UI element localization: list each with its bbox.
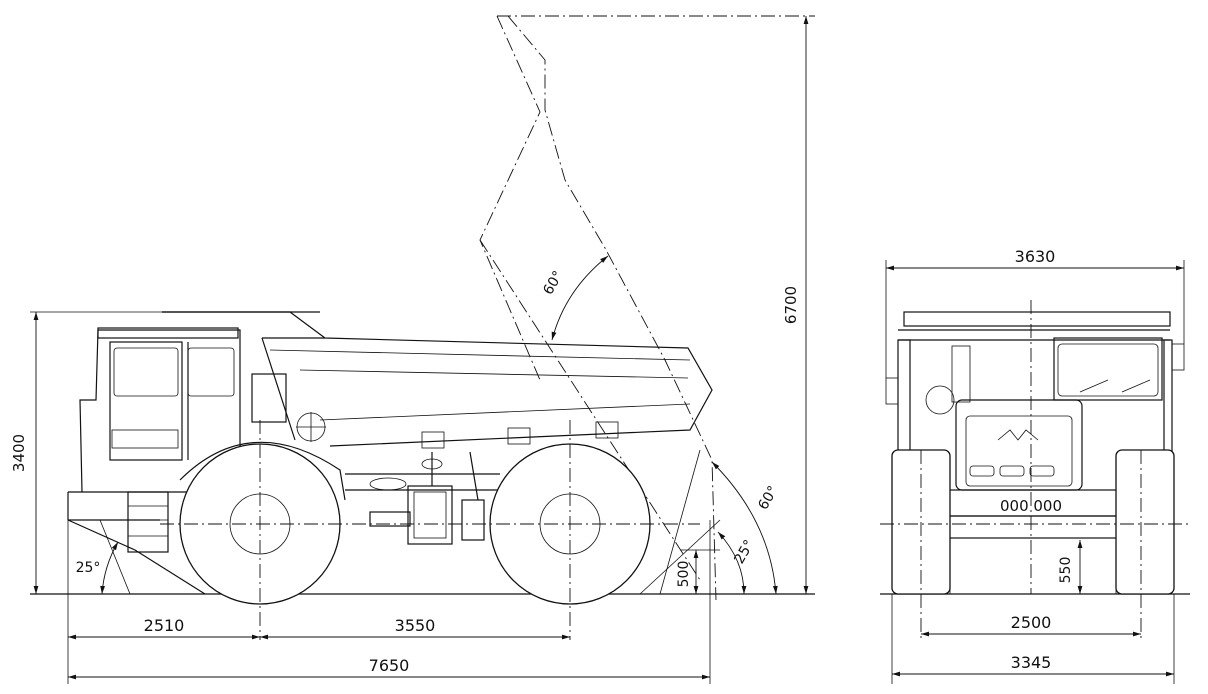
label-width-mirrors: 3630	[1015, 247, 1056, 266]
label-wheelbase: 3550	[395, 616, 436, 635]
frame	[67, 441, 500, 595]
label-front-overhang: 2510	[144, 616, 185, 635]
label-height: 3400	[10, 434, 28, 472]
dim-rear-clearance: 500	[676, 549, 720, 594]
dump-body	[162, 311, 713, 449]
dim-lengths: 2510 3550 7650	[67, 520, 711, 684]
front-view: 000 000 3630 550	[880, 247, 1190, 684]
label-front-clearance: 550	[1058, 557, 1074, 584]
label-dump-height: 6700	[782, 286, 800, 324]
side-view: 3400 6700 500 60° 60° 25°	[10, 15, 815, 684]
dim-dump-height: 6700	[782, 16, 809, 594]
label-track: 2500	[1011, 613, 1052, 632]
dim-height: 3400	[10, 311, 162, 594]
drivetrain	[369, 451, 485, 545]
label-dump-angle: 60°	[540, 268, 566, 298]
label-length: 7650	[369, 656, 410, 675]
label-approach-angle: 25°	[76, 560, 101, 576]
dim-front-clearance: 550	[1058, 540, 1083, 594]
dim-approach-angle: 25°	[76, 519, 131, 595]
dim-width-mirrors: 3630	[885, 247, 1185, 378]
dim-departure-angles: 60° 25°	[639, 449, 782, 595]
label-departure-small: 25°	[731, 537, 757, 567]
label-rear-clearance: 500	[676, 561, 692, 588]
label-width: 3345	[1011, 653, 1052, 672]
dim-dump-angle: 60°	[540, 255, 609, 341]
dim-track-width: 2500 3345	[891, 594, 1175, 684]
cab	[79, 311, 320, 493]
front-view-wheels	[891, 449, 1175, 595]
raised-dump-body	[479, 15, 815, 601]
label-departure-large: 60°	[755, 483, 781, 513]
